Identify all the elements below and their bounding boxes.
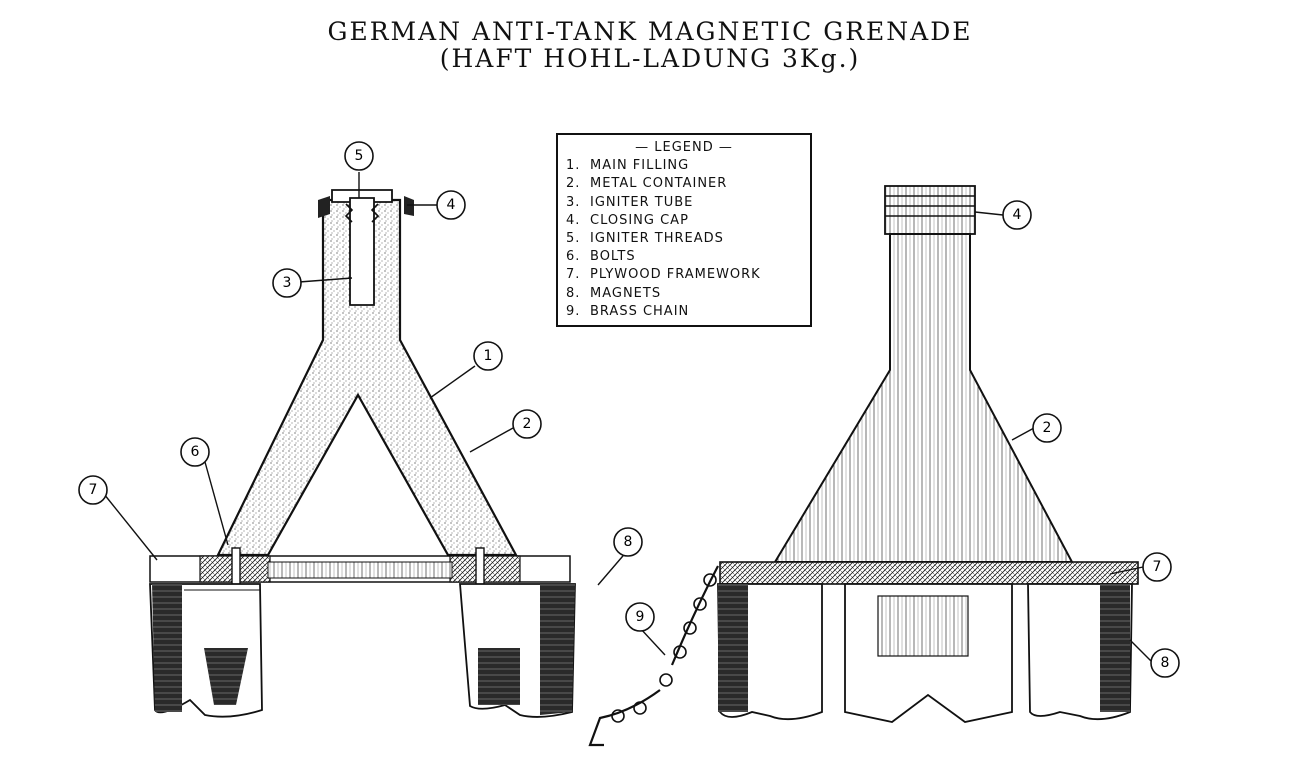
callout-6: 6 bbox=[180, 437, 210, 467]
legend-item-number: 2. bbox=[566, 176, 581, 192]
legend-item-label: IGNITER TUBE bbox=[590, 194, 694, 210]
legend-item-label: CLOSING CAP bbox=[590, 212, 689, 228]
closing-cap-exterior bbox=[884, 185, 976, 235]
closing-cap-section bbox=[331, 189, 393, 203]
callout-label: 5 bbox=[355, 148, 364, 164]
leader-lines bbox=[103, 172, 1153, 663]
callout-8-center: 8 bbox=[613, 527, 643, 557]
legend-item-number: 1. bbox=[566, 158, 581, 174]
legend-item-number: 9. bbox=[566, 303, 581, 319]
callout-2-left: 2 bbox=[512, 409, 542, 439]
legend-item-label: MAIN FILLING bbox=[590, 158, 690, 174]
legend-item-label: IGNITER THREADS bbox=[590, 231, 724, 247]
legend-item: 8. MAGNETS bbox=[566, 285, 802, 303]
callout-9: 9 bbox=[625, 602, 655, 632]
legend-item-label: PLYWOOD FRAMEWORK bbox=[590, 267, 761, 283]
callout-4-right: 4 bbox=[1002, 200, 1032, 230]
legend-item-number: 8. bbox=[566, 285, 581, 301]
legend-box: — LEGEND — 1. MAIN FILLING 2. METAL CONTAI… bbox=[556, 133, 812, 327]
igniter-tube-section bbox=[349, 197, 375, 306]
plywood-framework-exterior bbox=[719, 561, 1139, 585]
legend-item: 1. MAIN FILLING bbox=[566, 157, 802, 175]
callout-label: 4 bbox=[1013, 207, 1022, 223]
legend-item: 7. PLYWOOD FRAMEWORK bbox=[566, 266, 802, 284]
callout-2-right: 2 bbox=[1032, 413, 1062, 443]
legend-item-label: METAL CONTAINER bbox=[590, 176, 728, 192]
callout-5: 5 bbox=[344, 141, 374, 171]
legend-item-number: 5. bbox=[566, 231, 581, 247]
title-line-2: (HAFT HOHL-LADUNG 3Kg.) bbox=[439, 44, 861, 73]
callout-7-left: 7 bbox=[78, 475, 108, 505]
brass-chain bbox=[588, 565, 719, 747]
legend-item-number: 7. bbox=[566, 267, 581, 283]
callout-label: 7 bbox=[1153, 559, 1162, 575]
cap-left-thread bbox=[318, 196, 330, 218]
callout-label: 2 bbox=[523, 416, 532, 432]
callout-label: 7 bbox=[89, 482, 98, 498]
legend-item-number: 3. bbox=[566, 194, 581, 210]
legend-item: 4. CLOSING CAP bbox=[566, 212, 802, 230]
main-filling-section bbox=[216, 198, 518, 557]
legend-item: 5. IGNITER THREADS bbox=[566, 230, 802, 248]
callout-label: 6 bbox=[191, 444, 200, 460]
callout-label: 3 bbox=[283, 275, 292, 291]
callout-3: 3 bbox=[272, 268, 302, 298]
diagram-title: GERMAN ANTI-TANK MAGNETIC GRENADE (HAFT … bbox=[0, 18, 1300, 72]
legend-item: 6. BOLTS bbox=[566, 248, 802, 266]
cap-right-thread bbox=[404, 196, 414, 216]
callout-label: 8 bbox=[1161, 655, 1170, 671]
metal-container-exterior bbox=[773, 233, 1074, 563]
exterior-view bbox=[588, 185, 1139, 747]
legend-item-label: MAGNETS bbox=[590, 285, 662, 301]
callout-label: 8 bbox=[624, 534, 633, 550]
legend-heading: — LEGEND — bbox=[635, 140, 733, 155]
callout-label: 4 bbox=[447, 197, 456, 213]
callout-4-left: 4 bbox=[436, 190, 466, 220]
legend-item: 3. IGNITER TUBE bbox=[566, 194, 802, 212]
callout-label: 1 bbox=[484, 348, 493, 364]
legend-item-label: BOLTS bbox=[590, 249, 636, 265]
legend-item: 9. BRASS CHAIN bbox=[566, 303, 802, 321]
title-line-1: GERMAN ANTI-TANK MAGNETIC GRENADE bbox=[327, 17, 973, 46]
callout-label: 9 bbox=[636, 609, 645, 625]
callout-1: 1 bbox=[473, 341, 503, 371]
legend-item-label: BRASS CHAIN bbox=[590, 303, 690, 319]
callout-7-right: 7 bbox=[1142, 552, 1172, 582]
igniter-threads bbox=[344, 203, 380, 223]
legend-item-number: 4. bbox=[566, 212, 581, 228]
legend-item-number: 6. bbox=[566, 249, 581, 265]
legend-item: 2. METAL CONTAINER bbox=[566, 175, 802, 193]
callout-8-right: 8 bbox=[1150, 648, 1180, 678]
sectional-view bbox=[149, 189, 576, 718]
callout-label: 2 bbox=[1043, 420, 1052, 436]
